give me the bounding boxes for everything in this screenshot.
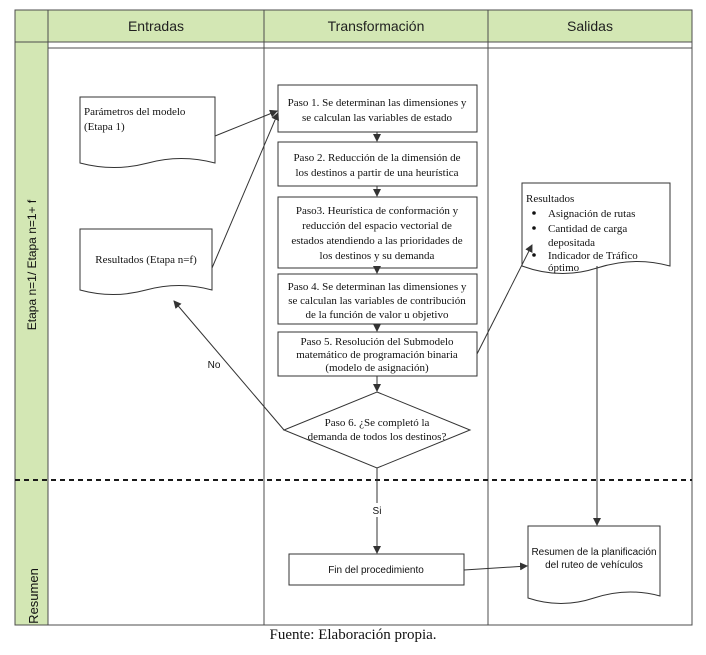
header-transformation: Transformación xyxy=(328,18,425,34)
header-band xyxy=(14,9,693,43)
step-3-line3: estados atendiendo a las prioridades de xyxy=(291,235,462,247)
bullet-icon xyxy=(532,253,536,257)
figure-caption: Fuente: Elaboración propia. xyxy=(269,627,437,643)
arrow-step5-results xyxy=(476,244,533,355)
arrow-no-loop xyxy=(173,300,285,431)
step-2-line1: Paso 2. Reducción de la dimensión de xyxy=(293,152,460,164)
model-params-line2: (Etapa 1) xyxy=(84,121,125,133)
step-2-box xyxy=(277,141,478,187)
step-1-line1: Paso 1. Se determinan las dimensiones y xyxy=(288,97,467,109)
step-4-line2: se calculan las variables de contribució… xyxy=(288,295,466,307)
body-frame xyxy=(47,41,693,626)
label-yes-bg xyxy=(370,503,384,517)
results-item-1: Asignación de rutas xyxy=(548,208,635,220)
step-4-line1: Paso 4. Se determinan las dimensiones y xyxy=(288,281,467,293)
lane-column xyxy=(14,41,49,626)
step-4-line3: de la función de valor u objetivo xyxy=(306,309,449,321)
step-3-box xyxy=(277,196,478,269)
decision-line2: demanda de todos los destinos? xyxy=(308,431,447,443)
step-3-line4: los destinos y su demanda xyxy=(320,250,435,262)
doc-model-params xyxy=(79,96,216,168)
arrow-end-summary xyxy=(463,562,528,571)
step-5-line2: matemático de programación binaria xyxy=(296,349,458,361)
lane-label-bottom: Resumen xyxy=(26,568,41,624)
step-5-line1: Paso 5. Resolución del Submodelo xyxy=(300,336,454,348)
step-2-line2: los destinos a partir de una heurística xyxy=(295,167,458,179)
label-no: No xyxy=(208,360,221,371)
lane-label-top: Etapa n=1/ Etapa n=1+ f xyxy=(25,199,39,330)
step-5-line3: (modelo de asignación) xyxy=(325,362,429,374)
header-outputs: Salidas xyxy=(567,18,613,34)
model-params-line1: Parámetros del modelo xyxy=(84,106,186,118)
doc-results-stage xyxy=(79,228,213,295)
step-5-box xyxy=(277,331,478,377)
label-yes: Si xyxy=(373,506,382,517)
results-item-2-line1: Cantidad de carga xyxy=(548,223,627,235)
bullet-icon xyxy=(532,211,536,215)
step-3-line2: reducción del espacio vectorial de xyxy=(302,220,452,232)
results-item-3-line1: Indicador de Tráfico xyxy=(548,250,638,262)
results-stage-text: Resultados (Etapa n=f) xyxy=(95,254,197,266)
results-title: Resultados xyxy=(526,193,574,205)
step-1-box xyxy=(277,84,478,133)
arrow-results-step1 xyxy=(211,112,279,269)
decision-diamond xyxy=(282,391,472,469)
header-inputs: Entradas xyxy=(128,18,184,34)
bullet-icon xyxy=(532,226,536,230)
summary-line2: del ruteo de vehículos xyxy=(545,560,643,571)
decision-line1: Paso 6. ¿Se completó la xyxy=(325,417,430,429)
summary-line1: Resumen de la planificación xyxy=(531,547,656,558)
step-1-line2: se calculan las variables de estado xyxy=(302,112,452,124)
end-process-text: Fin del procedimiento xyxy=(328,565,424,576)
arrow-params-step1 xyxy=(214,109,278,137)
doc-summary xyxy=(527,525,661,604)
results-item-2-line2: depositada xyxy=(548,237,595,249)
step-3-line1: Paso3. Heurística de conformación y xyxy=(296,205,459,217)
results-item-3-line2: óptimo xyxy=(548,262,580,274)
